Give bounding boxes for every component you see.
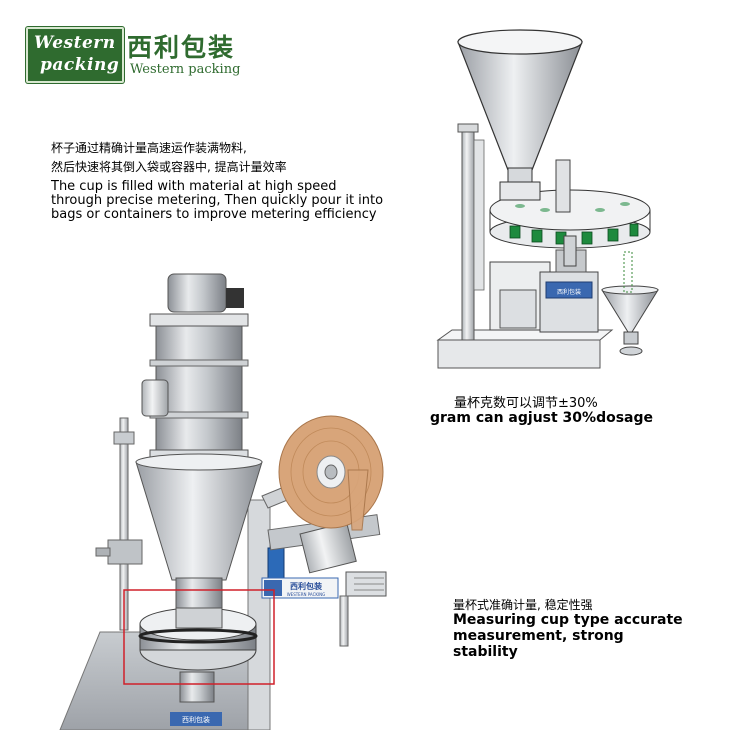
- motor-label: 西利包装: [557, 288, 581, 296]
- caption-measure-en-line2: measurement, strong stability: [453, 628, 624, 660]
- caption-measure-en: Measuring cup type accurate measurement,…: [453, 612, 693, 660]
- brand-name-cn: 西利包装: [127, 33, 236, 62]
- intro-cn-line1: 杯子通过精确计量高速运作装满物料,: [51, 141, 247, 155]
- caption-adjust-cn: 量杯克数可以调节±30%: [454, 396, 598, 411]
- caption-measure-en-line1: Measuring cup type accurate: [453, 612, 683, 628]
- intro-text-cn: 杯子通过精确计量高速运作装满物料, 然后快速将其倒入袋或容器中, 提高计量效率: [51, 139, 287, 177]
- company-logo: Western packing: [26, 27, 124, 83]
- caption-measure-cn: 量杯式准确计量, 稳定性强: [453, 598, 593, 612]
- highlight-frame: [123, 589, 275, 685]
- intro-text-en: The cup is filled with material at high …: [51, 179, 384, 222]
- caption-adjust-en: gram can agjust 30%dosage: [430, 410, 654, 426]
- logo-text-line1: Western: [34, 33, 116, 53]
- machine-plate-en: WESTERN PACKING: [287, 592, 326, 597]
- logo-text-line2: packing: [40, 55, 120, 75]
- base-plate-cn: 西利包装: [182, 715, 210, 724]
- cup-filler-diagram: 西利包装: [436, 29, 659, 369]
- machine-plate-cn: 西利包装: [290, 581, 322, 591]
- packing-machine-photo: 西利包装 WESTERN PACKING 西利包装: [59, 273, 387, 730]
- intro-cn-line2: 然后快速将其倒入袋或容器中, 提高计量效率: [51, 160, 287, 174]
- brand-name-en: Western packing: [130, 62, 241, 77]
